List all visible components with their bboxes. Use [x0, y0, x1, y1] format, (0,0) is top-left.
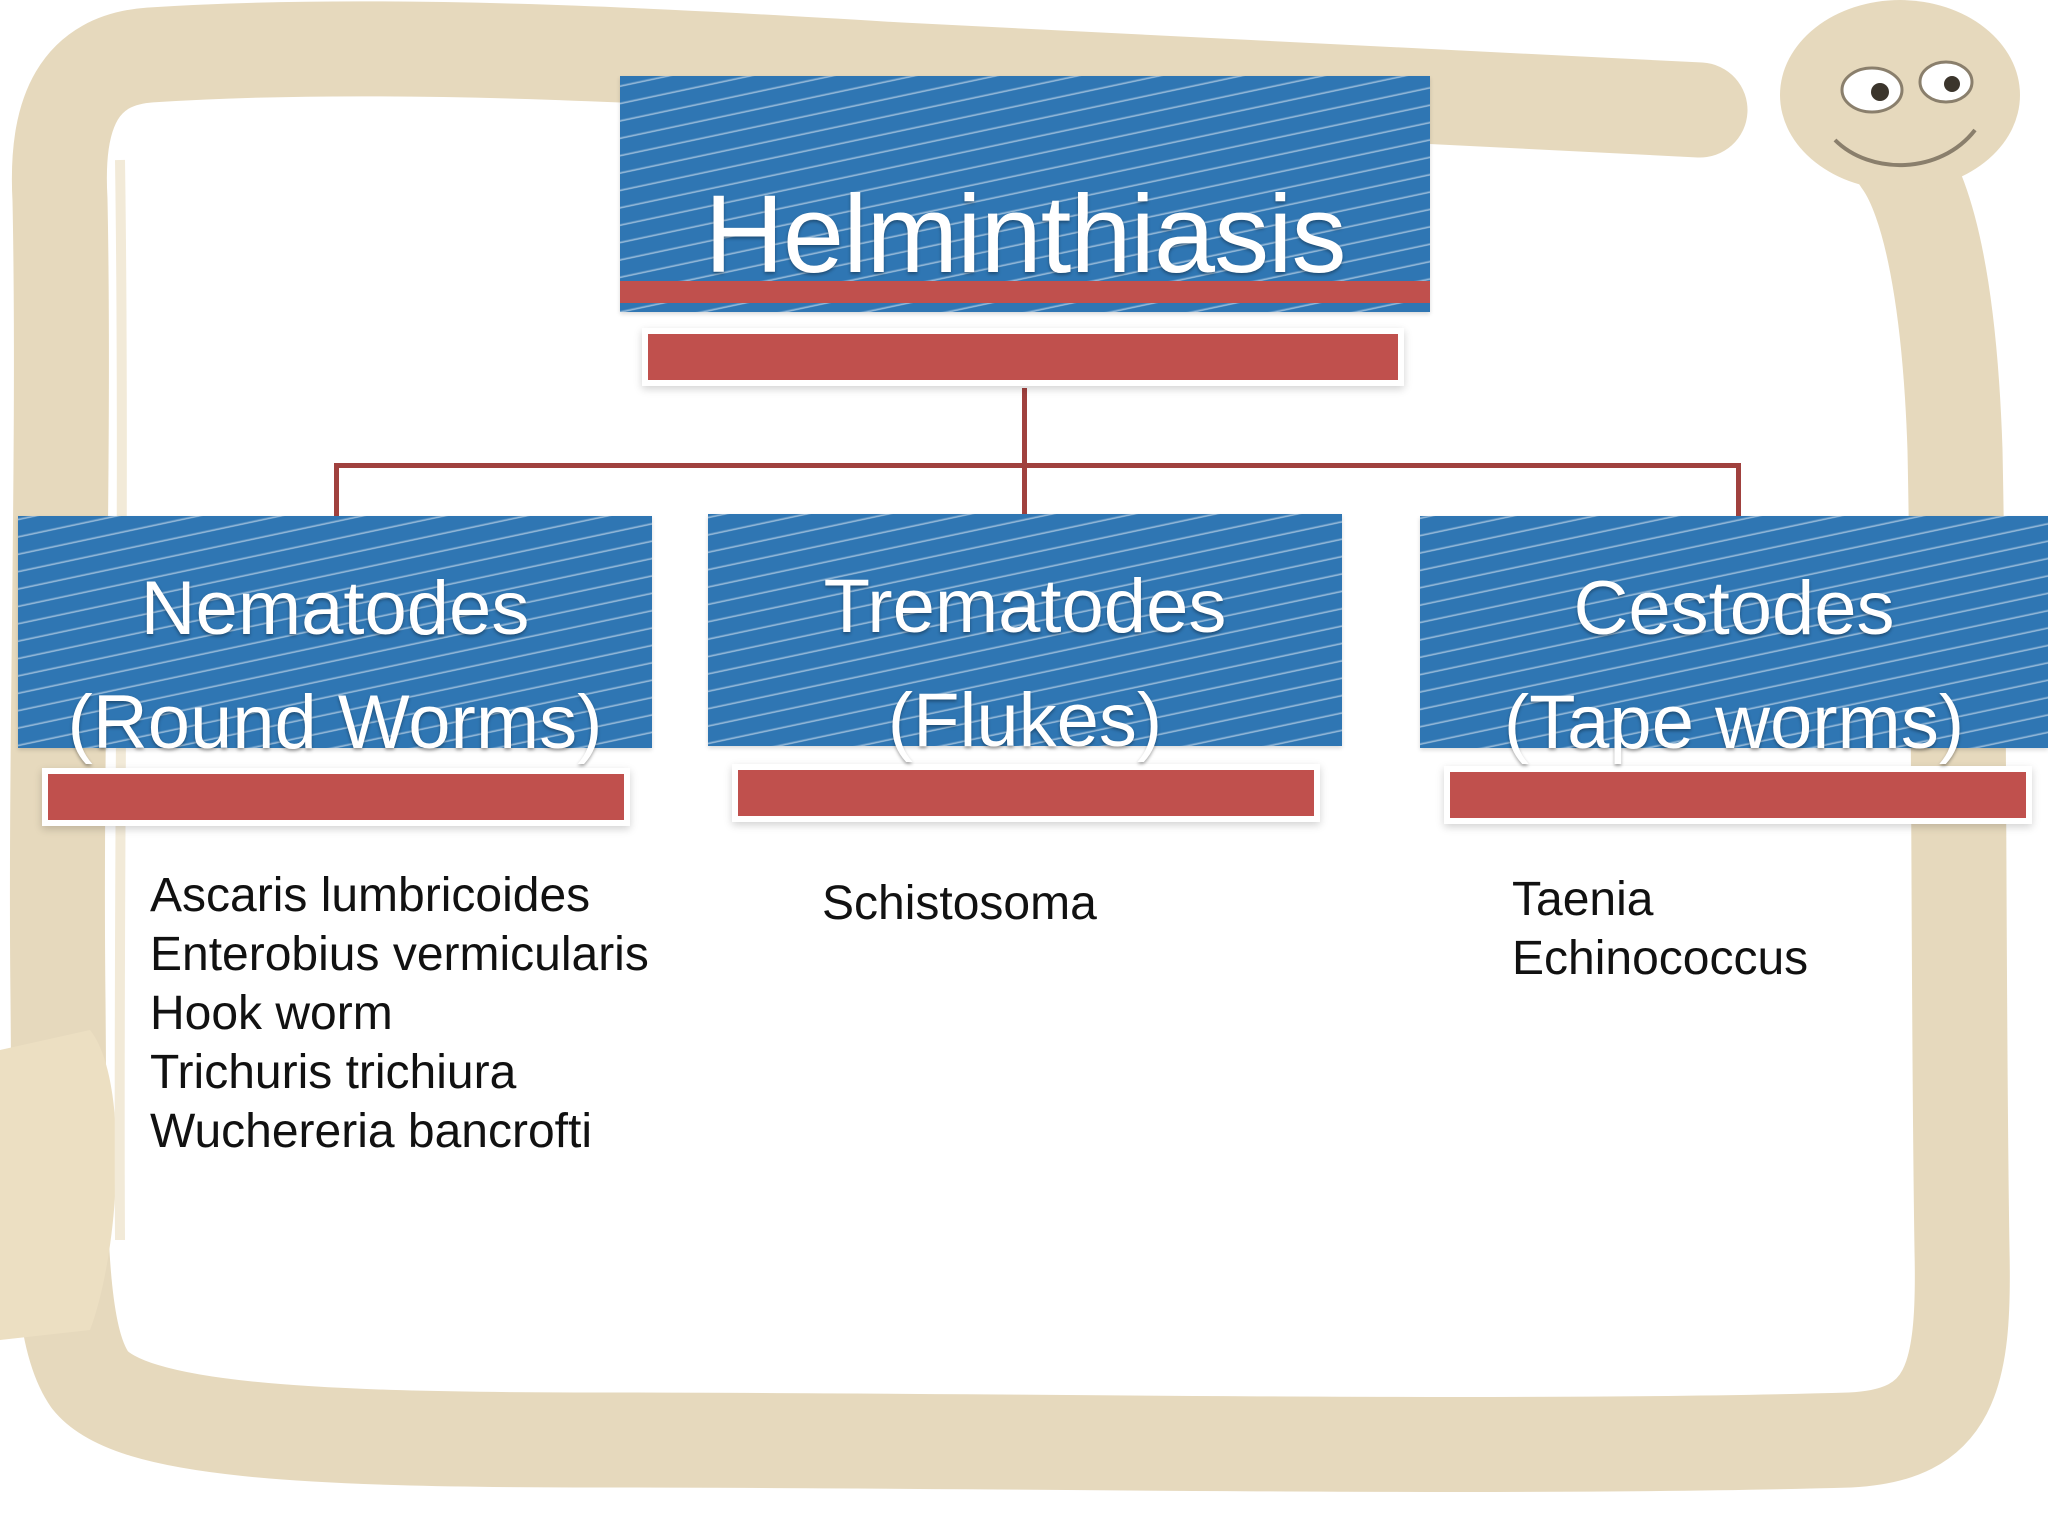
nematodes-label: Nematodes (Round Worms): [18, 571, 652, 761]
nematodes-common-name: (Round Worms): [67, 680, 603, 765]
cestodes-common-name: (Tape worms): [1503, 680, 1965, 765]
cestodes-examples: Taenia Echinococcus: [1512, 870, 1808, 988]
trematodes-node: Trematodes (Flukes): [708, 514, 1342, 816]
cestodes-node: Cestodes (Tape worms): [1420, 516, 2048, 818]
root-title: Helminthiasis: [704, 173, 1346, 296]
nematodes-node: Nematodes (Round Worms): [18, 516, 652, 820]
list-item: Taenia: [1512, 873, 1654, 926]
list-item: Enterobius vermicularis: [150, 928, 649, 981]
connector-to-nematodes: [334, 463, 339, 519]
root-accent-bar: [648, 334, 1398, 380]
trematodes-accent-bar: [738, 770, 1314, 816]
connector-root-stem: [1022, 388, 1027, 468]
nematodes-accent-bar: [48, 774, 624, 820]
root-title-underline: [620, 281, 1430, 303]
root-node: Helminthiasis: [620, 76, 1430, 380]
connector-to-trematodes: [1022, 463, 1027, 519]
nematodes-examples: Ascaris lumbricoides Enterobius vermicul…: [150, 866, 649, 1161]
cestodes-name: Cestodes: [1573, 566, 1895, 651]
trematodes-name: Trematodes: [823, 564, 1227, 649]
trematodes-common-name: (Flukes): [887, 678, 1163, 763]
list-item: Hook worm: [150, 987, 393, 1040]
connector-horizontal: [334, 463, 1741, 468]
list-item: Trichuris trichiura: [150, 1046, 517, 1099]
list-item: Schistosoma: [822, 877, 1097, 930]
cestodes-accent-bar: [1450, 772, 2026, 818]
list-item: Wuchereria bancrofti: [150, 1105, 592, 1158]
trematodes-examples: Schistosoma: [822, 874, 1097, 933]
connector-to-cestodes: [1736, 463, 1741, 519]
trematodes-label: Trematodes (Flukes): [708, 569, 1342, 759]
list-item: Echinococcus: [1512, 932, 1809, 985]
nematodes-name: Nematodes: [140, 566, 530, 651]
cestodes-label: Cestodes (Tape worms): [1420, 571, 2048, 761]
list-item: Ascaris lumbricoides: [150, 869, 591, 922]
